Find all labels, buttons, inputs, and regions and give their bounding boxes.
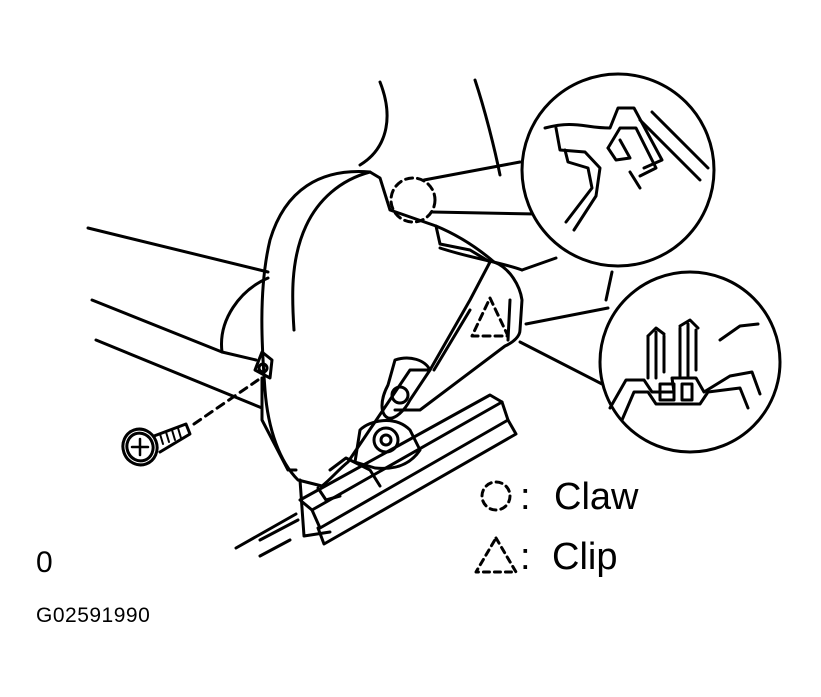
claw-legend-label: Claw [554,476,639,518]
clip-location-marker [470,296,510,338]
hinge-bracket [298,356,432,538]
screw-icon [121,422,192,467]
claw-detail-callout [422,72,716,268]
clip-triangle-symbol [474,536,518,574]
seat-rail [258,393,518,546]
screw-insertion-line [192,378,260,426]
clip-legend-label: Clip [552,536,618,578]
corner-mark: 0 [36,546,53,579]
seat-cover-panel [260,170,524,488]
clip-detail-callout [518,270,782,454]
figure-id: G02591990 [36,604,151,627]
clip-legend-separator: : [520,536,531,578]
side-bracket-tab [253,350,298,472]
claw-legend-separator: : [520,476,531,518]
claw-location-marker [389,176,437,224]
claw-circle-symbol [480,480,512,512]
